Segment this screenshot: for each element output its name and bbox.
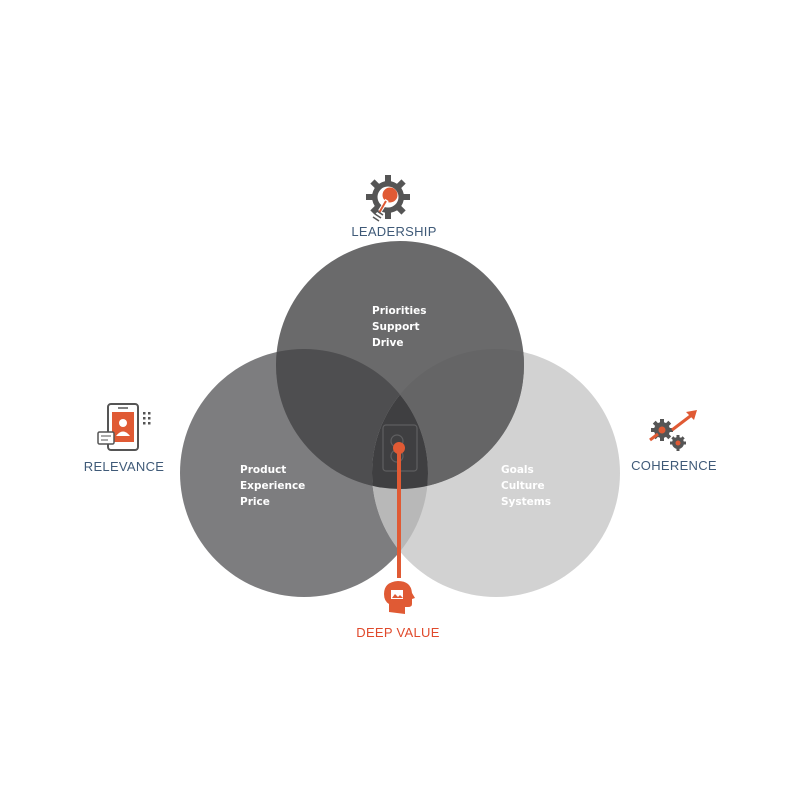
label-leadership: LEADERSHIP — [351, 224, 437, 239]
deep-value-pointer-dot — [393, 442, 405, 454]
leadership-item: Drive — [372, 337, 404, 349]
coherence-items: Goals Culture Systems — [501, 462, 551, 510]
coherence-item: Goals — [501, 464, 534, 476]
label-relevance: RELEVANCE — [83, 459, 165, 474]
gears-growth-arrow-icon — [649, 410, 697, 451]
relevance-item: Product — [240, 464, 287, 476]
relevance-item: Experience — [240, 480, 306, 492]
relevance-items: Product Experience Price — [240, 462, 305, 510]
relevance-item: Price — [240, 496, 270, 508]
head-idea-icon — [384, 581, 415, 614]
leadership-item: Support — [372, 321, 420, 333]
mobile-profile-icon — [97, 403, 151, 451]
gear-lightbulb-icon — [366, 175, 410, 222]
coherence-item: Culture — [501, 480, 545, 492]
leadership-item: Priorities — [372, 305, 427, 317]
label-deep-value: DEEP VALUE — [356, 625, 440, 640]
coherence-item: Systems — [501, 496, 551, 508]
label-coherence: COHERENCE — [631, 458, 717, 473]
leadership-items: Priorities Support Drive — [372, 303, 426, 351]
